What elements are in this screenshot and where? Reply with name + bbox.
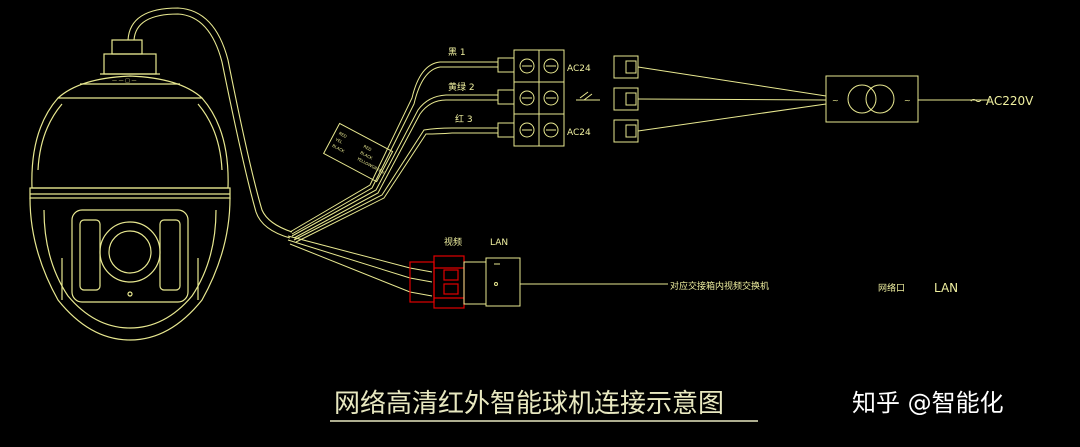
wire-label-red: 红 3	[455, 113, 473, 125]
power-lines	[637, 66, 990, 132]
connector-lan-label: LAN	[490, 238, 508, 248]
camera-lens-block	[71, 209, 189, 303]
network-port-label: 网络口	[878, 282, 905, 294]
tag-text-1: RED	[338, 131, 348, 139]
camera-lens	[99, 221, 161, 283]
terminal-label-bottom: AC24	[567, 128, 591, 138]
svg-text:~: ~	[904, 96, 911, 105]
tag-text-2: YEL	[334, 136, 344, 145]
wire-label-yellow-green: 黄绿 2	[448, 81, 475, 93]
mains-voltage-label: ～ AC220V	[970, 94, 1034, 108]
camera-band	[29, 187, 231, 199]
camera-top-cap	[57, 75, 203, 99]
watermark: 知乎 @智能化	[852, 389, 1004, 417]
transformer-symbol: ~ ~	[825, 75, 919, 123]
wire-bundle	[287, 61, 498, 297]
diagram-title: 网络高清红外智能球机连接示意图	[334, 389, 724, 419]
terminal-block	[497, 49, 600, 147]
terminal-screws	[519, 58, 559, 138]
tag-text-3: BLACK	[331, 143, 345, 154]
camera-cable	[127, 7, 293, 239]
dome-camera: — — □ —	[29, 39, 231, 341]
wire-label-black: 黑 1	[448, 47, 466, 58]
lan-plug	[463, 257, 668, 307]
tag-text-5: BLACK	[359, 150, 373, 161]
terminal-label-top: AC24	[567, 64, 591, 74]
tag-text-4: RED	[363, 144, 373, 152]
connector-video-label: 视频	[444, 236, 462, 248]
svg-text:~: ~	[832, 96, 839, 105]
network-lan-label: LAN	[934, 281, 958, 295]
camera-lower-dome	[29, 197, 231, 341]
switch-label: 对应交接箱内视频交换机	[670, 280, 769, 292]
svg-text:— — □ —: — — □ —	[112, 78, 137, 84]
